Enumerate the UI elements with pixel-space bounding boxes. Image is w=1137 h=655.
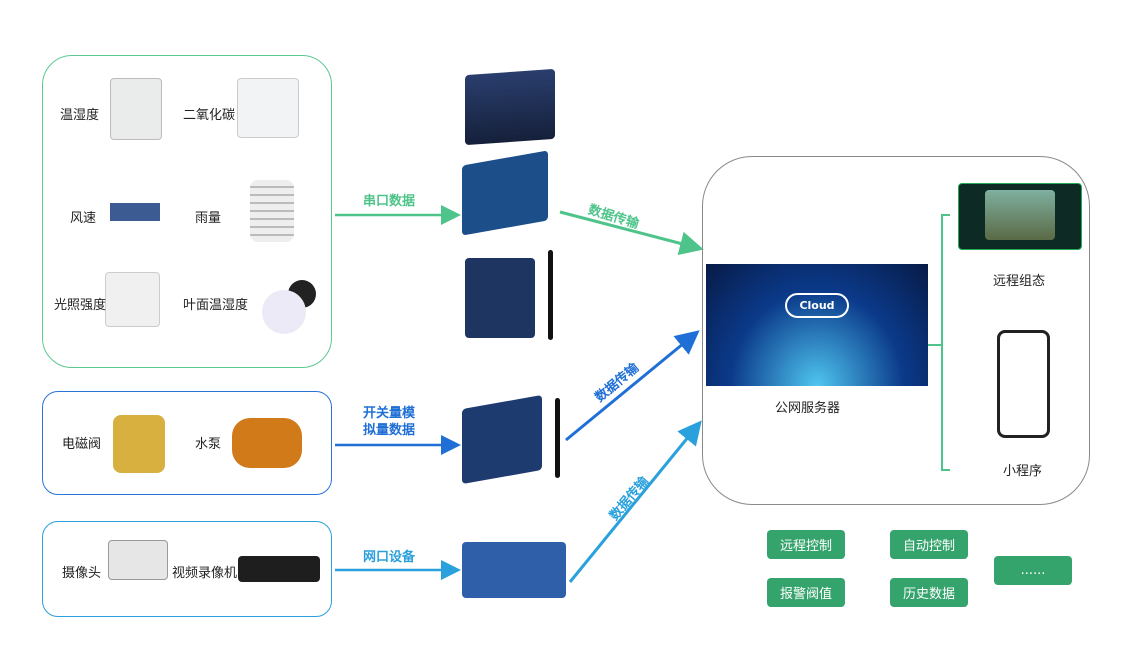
scada-label: 远程组态 xyxy=(993,274,1046,289)
phone-image xyxy=(997,330,1050,438)
sensor-label-light: 光照强度 xyxy=(54,298,107,313)
sensor-label-wind: 风速 xyxy=(70,211,97,226)
bracket xyxy=(928,214,950,471)
actuator-label-valve: 电磁阀 xyxy=(62,437,102,452)
server-group xyxy=(702,156,1090,505)
sensor-label-rain: 雨量 xyxy=(195,211,222,226)
transfer-arrow-2 xyxy=(565,330,700,442)
video-label-camera: 摄像头 xyxy=(62,566,102,581)
actuator-label-pump: 水泵 xyxy=(195,437,222,452)
transfer-arrow-1 xyxy=(559,210,704,256)
mini-program-label: 小程序 xyxy=(1003,464,1043,479)
cloud-server-image: Cloud xyxy=(706,264,928,386)
serial-label: 串口数据 xyxy=(363,194,416,209)
recorder-image xyxy=(238,556,320,582)
alarm-threshold-button[interactable]: 报警阀值 xyxy=(767,578,845,607)
transfer-arrow-3 xyxy=(568,420,702,583)
4g-router-image xyxy=(465,258,535,338)
temp-humidity-sensor-image xyxy=(110,78,162,140)
io-antenna-image xyxy=(555,398,560,478)
network-label: 网口设备 xyxy=(363,550,416,565)
pump-image xyxy=(232,418,302,468)
antenna-image xyxy=(548,250,553,340)
auto-control-button[interactable]: 自动控制 xyxy=(890,530,968,559)
light-sensor-image xyxy=(105,272,160,327)
sensor-label-temp-humidity: 温湿度 xyxy=(60,108,100,123)
io-controller-image xyxy=(462,394,542,485)
switch-label-line1: 开关量模 xyxy=(363,406,416,421)
industrial-router-image xyxy=(462,542,566,598)
history-data-button[interactable]: 历史数据 xyxy=(890,578,968,607)
wind-sensor-image xyxy=(110,185,160,245)
camera-image xyxy=(108,540,168,580)
sensor-group xyxy=(42,55,332,368)
rain-sensor-image xyxy=(250,180,294,242)
scada-preview-image xyxy=(985,190,1055,240)
video-label-recorder: 视频录像机 xyxy=(172,566,238,581)
co2-sensor-image xyxy=(237,78,299,138)
remote-control-button[interactable]: 远程控制 xyxy=(767,530,845,559)
server-label: 公网服务器 xyxy=(775,401,841,416)
sensor-label-leaf: 叶面温湿度 xyxy=(183,298,249,313)
switch-label-line2: 拟量数据 xyxy=(363,423,416,438)
video-group xyxy=(42,521,332,617)
sensor-label-co2: 二氧化碳 xyxy=(183,108,236,123)
gateway-n540-image xyxy=(465,68,555,146)
valve-image xyxy=(113,415,165,473)
leaf-sensor-image xyxy=(262,290,306,334)
cloud-icon: Cloud xyxy=(785,292,849,318)
actuator-group xyxy=(42,391,332,495)
more-button[interactable]: ...... xyxy=(994,556,1072,585)
